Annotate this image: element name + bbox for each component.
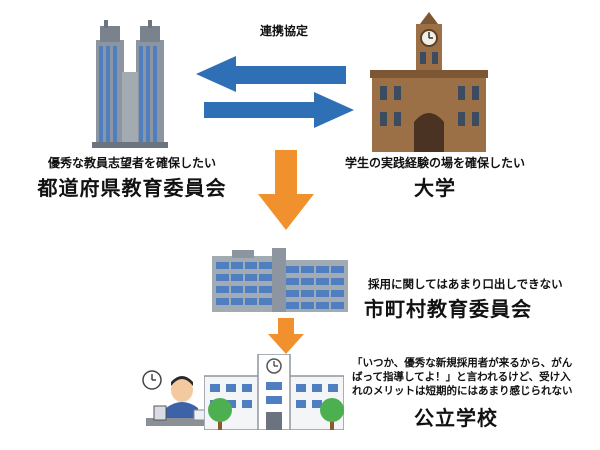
- prefecture-title: 都道府県教育委員会: [37, 176, 227, 200]
- agreement-arrows: [196, 56, 354, 128]
- municipal-office-building-illustration: [212, 248, 348, 312]
- university-title: 大学: [414, 176, 456, 200]
- university-building-illustration: [370, 12, 488, 152]
- arrow-right: [204, 92, 354, 128]
- prefecture-office-building-illustration: [92, 20, 168, 148]
- busy-teacher-illustration: [142, 370, 210, 426]
- school-note-line-1: 「いつか、優秀な新規採用者が来るから、がん: [352, 357, 573, 369]
- prefecture-subtitle: 優秀な教員志望者を確保したい: [47, 156, 216, 170]
- down-arrow-to-school: [268, 318, 304, 354]
- agreement-label: 連携協定: [259, 24, 308, 38]
- tree-left-illustration: [208, 398, 232, 430]
- school-title: 公立学校: [414, 406, 498, 430]
- arrow-left: [196, 56, 346, 92]
- university-subtitle: 学生の実践経験の場を確保したい: [344, 156, 525, 170]
- municipal-subtitle: 採用に関してはあまり口出しできない: [368, 277, 563, 291]
- school-note-line-2: ばって指導してよ！」と言われるけど、受け入: [352, 371, 571, 383]
- tree-right-illustration: [320, 398, 344, 430]
- down-arrow-to-municipal: [258, 150, 314, 230]
- school-note-line-3: れのメリットは短期的にはあまり感じられない: [352, 385, 573, 397]
- school-note: 「いつか、優秀な新規採用者が来るから、がん ばって指導してよ！」と言われるけど、…: [352, 356, 573, 398]
- municipal-title: 市町村教育委員会: [364, 297, 532, 321]
